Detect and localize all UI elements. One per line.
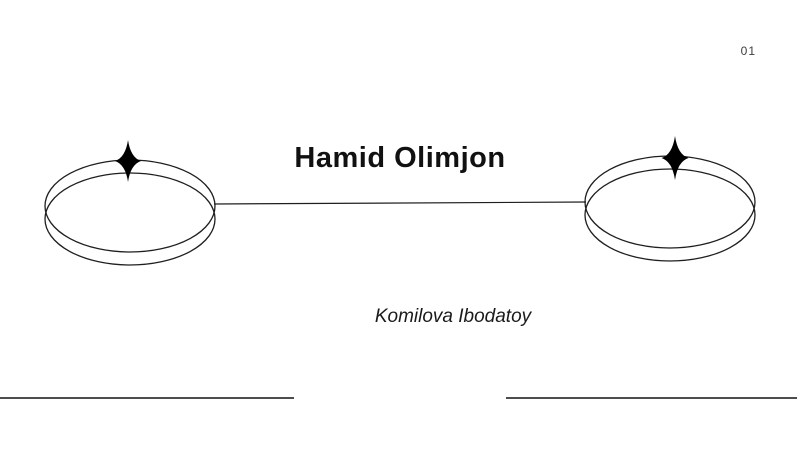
page-number: 01 xyxy=(740,44,756,58)
left-ring-decoration xyxy=(44,140,216,266)
slide-subtitle: Komilova Ibodatoy xyxy=(374,306,532,327)
right-ring-decoration xyxy=(584,136,756,262)
connector-line xyxy=(213,201,587,205)
slide-title: Hamid Olimjon xyxy=(294,142,506,174)
sparkle-icon xyxy=(661,136,689,180)
sparkle-icon xyxy=(115,140,141,182)
